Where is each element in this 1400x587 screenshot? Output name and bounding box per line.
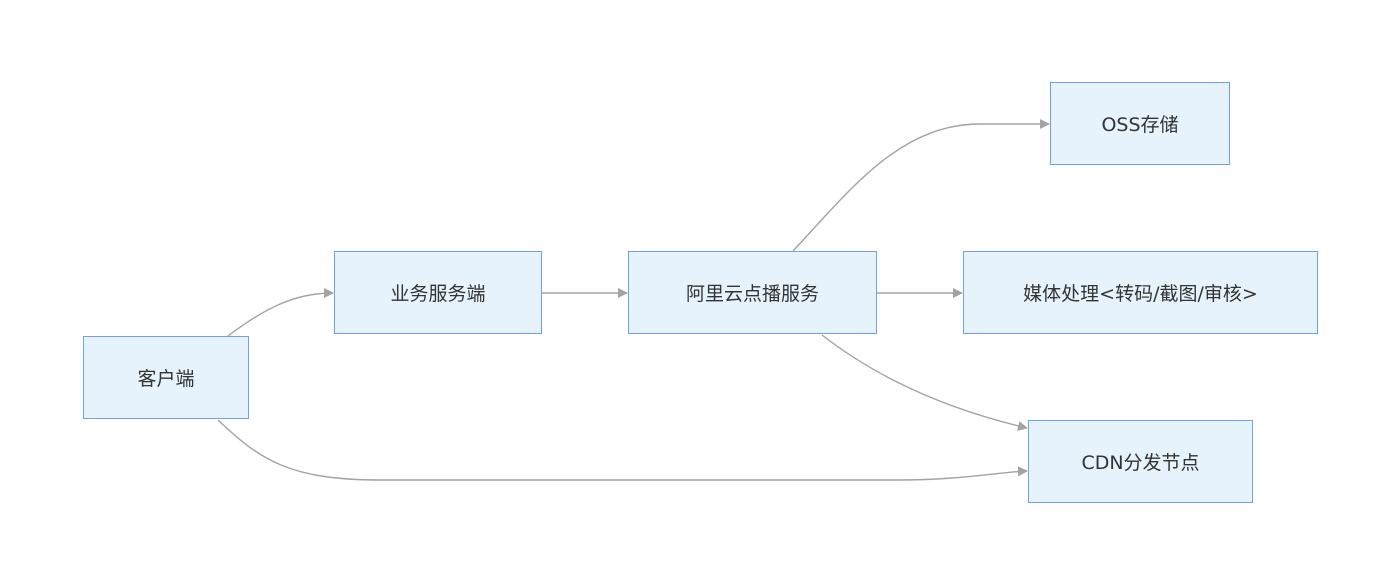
node-oss-storage[interactable]: OSS存储 bbox=[1050, 82, 1230, 165]
node-biz-server[interactable]: 业务服务端 bbox=[334, 251, 542, 334]
node-cdn[interactable]: CDN分发节点 bbox=[1028, 420, 1253, 503]
edge-vod-service-to-cdn bbox=[821, 334, 1028, 431]
node-biz-server-label: 业务服务端 bbox=[390, 283, 486, 305]
node-oss-storage-label: OSS存储 bbox=[1101, 114, 1179, 136]
node-vod-service-label: 阿里云点播服务 bbox=[685, 283, 819, 305]
node-media-processing[interactable]: 媒体处理<转码/截图/审核> bbox=[963, 251, 1318, 334]
edge-client-to-biz-server bbox=[227, 288, 334, 337]
edge-vod-service-to-oss bbox=[792, 119, 1050, 252]
node-vod-service[interactable]: 阿里云点播服务 bbox=[628, 251, 877, 334]
node-client-label: 客户端 bbox=[137, 368, 195, 390]
node-media-processing-label: 媒体处理<转码/截图/审核> bbox=[1023, 283, 1258, 305]
node-cdn-label: CDN分发节点 bbox=[1081, 452, 1200, 474]
edge-client-to-cdn bbox=[217, 419, 1028, 481]
node-client[interactable]: 客户端 bbox=[83, 336, 249, 419]
